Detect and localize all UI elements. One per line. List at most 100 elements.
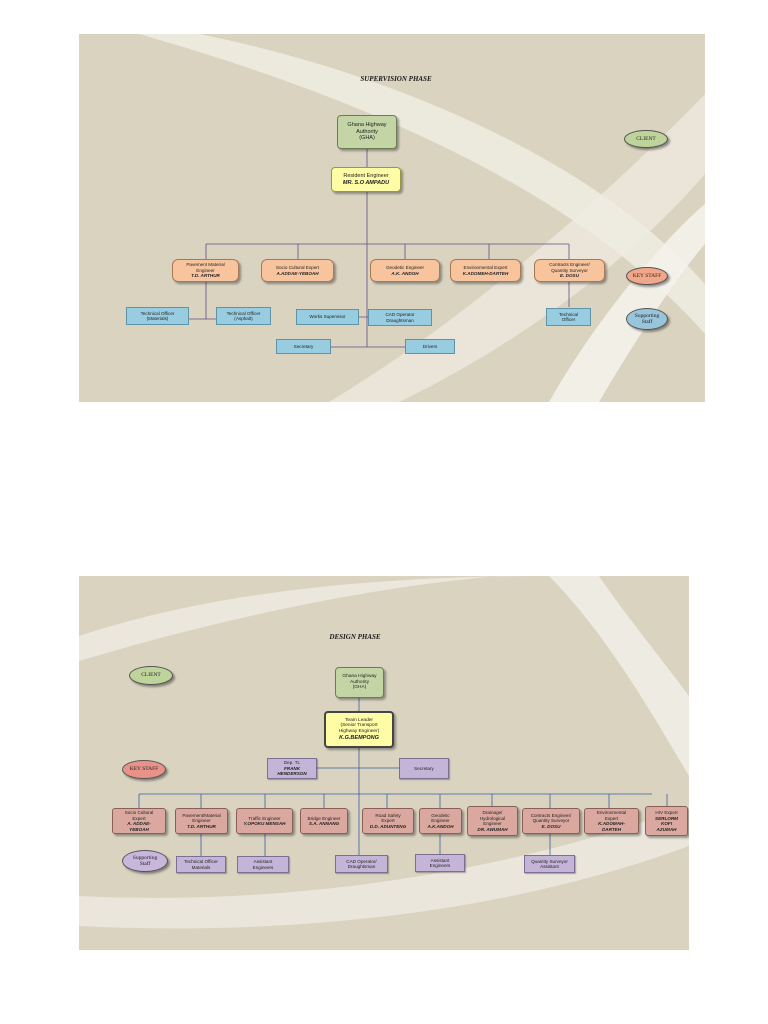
gha-line-3: (GHA)	[359, 135, 375, 142]
design-gha-box[interactable]: Ghana Highway Authority (GHA)	[335, 667, 384, 698]
key-staff-legend-oval: KEY STAFF	[626, 267, 668, 285]
technical-officer-line-1: Technical	[558, 311, 579, 317]
d-tech-officer-line-2: Materials	[191, 864, 211, 870]
cad-operator-line-1: CAD Operator	[385, 312, 415, 317]
key-staff-legend-label: KEY STAFF	[632, 272, 662, 279]
key-staff-role-1: Pavement Material	[186, 262, 225, 268]
secretary-box[interactable]: Secretary	[276, 339, 331, 354]
d-ks-name-3: Y.OPOKU MENSAH	[243, 821, 286, 826]
d-ks-name-6: A.K.ANDOH	[427, 823, 454, 829]
works-supervisor-box[interactable]: Works Supervisor	[296, 309, 359, 325]
key-staff-name-2: A.ADDAE-YEBOAH	[276, 270, 319, 276]
d-ks-role-8a: Contracts Engineer/	[530, 812, 572, 818]
deputy-tl-name-1: FRANK	[283, 765, 301, 771]
design-qs-assistant-box[interactable]: Quantity Surveyor Assistant	[524, 855, 575, 873]
key-staff-environmental-expert[interactable]: Environmental Expert K.ADOMEH-DARTEH	[450, 259, 521, 282]
gha-box[interactable]: Ghana Highway Authority (GHA)	[337, 115, 397, 149]
team-leader-box[interactable]: Team Leader (Senior Transport Highway En…	[324, 711, 394, 748]
d-ks-name-10a: SERLORM	[655, 815, 678, 821]
team-leader-role-3: Highway Engineer)	[338, 729, 380, 735]
d-ks-role-1b: Expert	[132, 815, 146, 821]
supervision-slide: SUPERVISION PHASE Ghana Highway Authorit…	[79, 34, 705, 402]
design-gha-line-3: (GHA)	[352, 685, 367, 691]
design-gha-line-1: Ghana Highway	[342, 673, 377, 679]
design-key-staff-geodetic[interactable]: Geodetic Engineer A.K.ANDOH	[419, 808, 462, 834]
d-ks-role-2a: Pavement/Material	[182, 812, 221, 818]
design-technical-officer-box[interactable]: Technical Officer Materials	[176, 856, 226, 873]
d-qs-assistant-line-1: Quantity Surveyor	[531, 858, 568, 864]
d-qs-assistant-line-2: Assistant	[540, 864, 559, 869]
deputy-tl-box[interactable]: Dep. TL FRANK HENDERSON	[267, 758, 317, 779]
key-staff-name-5: E. DOSU	[560, 273, 579, 279]
design-key-staff-bridge[interactable]: Bridge Engineer S.A. ANNANG	[300, 808, 348, 834]
resident-engineer-box[interactable]: Resident Engineer MR. S.O AMPADU	[331, 167, 401, 192]
design-supporting-staff-legend-oval: Supporting Staff	[122, 850, 168, 872]
gha-line-1: Ghana Highway	[347, 122, 387, 129]
d-ks-role-7b: Hydrological	[479, 815, 506, 821]
design-supporting-legend-line-1: Supporting	[132, 854, 158, 861]
technical-officer-materials-box[interactable]: Technical Officer (Materials)	[126, 307, 189, 325]
team-leader-name: K.G.BEMPONG	[339, 734, 379, 741]
design-phase-title: DESIGN PHASE	[329, 633, 381, 641]
key-staff-name-4: K.ADOMEH-DARTEH	[462, 270, 509, 276]
client-legend-label: CLIENT	[636, 135, 656, 142]
d-ks-name-7: DR. AWUMAH	[477, 826, 508, 832]
key-staff-role-5: Contracts Engineer/	[549, 262, 590, 268]
design-secretary-box[interactable]: Secretary	[399, 758, 449, 779]
technical-officer-line-2: Officer	[561, 317, 576, 322]
gha-line-2: Authority	[356, 128, 378, 135]
deputy-tl-role: Dep. TL	[283, 760, 301, 766]
design-key-staff-legend-label: KEY STAFF	[129, 766, 159, 773]
d-ks-role-8b: Quantity Surveyor	[532, 818, 570, 824]
key-staff-contracts-engineer[interactable]: Contracts Engineer/ Quantity Surveyor E.…	[534, 259, 605, 282]
supporting-legend-line-1: Supporting	[634, 312, 660, 319]
technical-officer-box[interactable]: Technical Officer	[546, 308, 591, 326]
design-key-staff-traffic[interactable]: Traffic Engineer Y.OPOKU MENSAH	[236, 808, 293, 834]
key-staff-role-4: Environmental Expert	[463, 265, 508, 270]
d-ks-name-4: S.A. ANNANG	[308, 821, 340, 826]
key-staff-socio-cultural-expert[interactable]: Socio Cultural Expert A.ADDAE-YEBOAH	[261, 259, 334, 282]
d-ks-role-6b: Engineer	[431, 818, 450, 824]
drivers-box[interactable]: Drivers	[405, 339, 455, 354]
design-key-staff-road-safety[interactable]: Road Safety Expert D.D. ADUNTENG	[362, 808, 414, 834]
design-key-staff-socio-cultural[interactable]: Socio Cultural Expert A. ADDAE- YEBOAH	[112, 808, 166, 834]
design-key-staff-environmental[interactable]: Environmental Expert K.ADOMAH- DARTEH	[584, 808, 639, 834]
d-ks-role-10: HIV Expert	[655, 810, 678, 815]
key-staff-role-1b: Engineer	[196, 267, 215, 273]
d-cad-line-2: Draughtsman	[347, 864, 376, 869]
key-staff-pavement-engineer[interactable]: Pavement Material Engineer T.D. ARTHUR	[172, 259, 239, 282]
design-slide: DESIGN PHASE Ghana Highway Authority (GH…	[79, 576, 689, 950]
technical-officer-asphalt-box[interactable]: Technical Officer (Asphalt)	[216, 307, 271, 325]
d-ks-role-4: Bridge Engineer	[307, 815, 341, 821]
resident-engineer-name: MR. S.O AMPADU	[342, 179, 390, 186]
design-key-staff-pavement[interactable]: Pavement/Material Engineer T.D. ARTHUR	[175, 808, 228, 834]
resident-engineer-role: Resident Engineer	[343, 172, 389, 179]
d-tech-officer-line-1: Technical Officer	[184, 859, 218, 864]
design-assistant-engineers-box-1[interactable]: Assistant Engineers	[237, 856, 289, 873]
key-staff-role-2: Socio Cultural Expert	[275, 265, 320, 270]
tech-officer-materials-line-1: Technical Officer	[140, 310, 175, 316]
supporting-staff-legend-oval: Supporting Staff	[626, 308, 668, 330]
d-ks-role-5a: Road Safety	[375, 812, 401, 818]
design-key-staff-legend-oval: KEY STAFF	[122, 760, 166, 779]
design-key-staff-contracts[interactable]: Contracts Engineer/ Quantity Surveyor E.…	[522, 808, 580, 834]
design-assistant-engineers-box-2[interactable]: Assistant Engineers	[415, 854, 465, 872]
cad-operator-box[interactable]: CAD Operator Draughtsman	[368, 309, 432, 326]
d-asst-eng-1-line-2: Engineers	[252, 864, 274, 870]
d-ks-role-1a: Socio Cultural	[124, 810, 154, 815]
design-cad-operator-box[interactable]: CAD Operator/ Draughtsman	[335, 855, 388, 873]
design-key-staff-hiv-expert[interactable]: HIV Expert SERLORM KOFI AZUMAH	[645, 806, 688, 836]
d-ks-name-8: E. DOSU	[541, 823, 561, 829]
tech-officer-asphalt-line-2: (Asphalt)	[234, 316, 253, 321]
client-legend-oval: CLIENT	[624, 130, 668, 148]
tech-officer-asphalt-line-1: Technical Officer	[226, 310, 261, 316]
d-ks-role-7c: Engineer	[483, 821, 502, 826]
decorative-swoosh	[79, 576, 689, 929]
design-supporting-legend-line-2: Staff	[139, 861, 151, 867]
decorative-swoosh	[139, 34, 705, 402]
d-ks-role-3: Traffic Engineer	[248, 815, 281, 821]
key-staff-geodetic-engineer[interactable]: Geodetic Engineer A.K. ANDOH	[370, 259, 440, 282]
d-ks-name-9a: K.ADOMAH-	[598, 821, 625, 826]
deputy-tl-name-2: HENDERSON	[277, 771, 307, 777]
design-key-staff-drainage[interactable]: Drainage/ Hydrological Engineer DR. AWUM…	[467, 806, 518, 836]
